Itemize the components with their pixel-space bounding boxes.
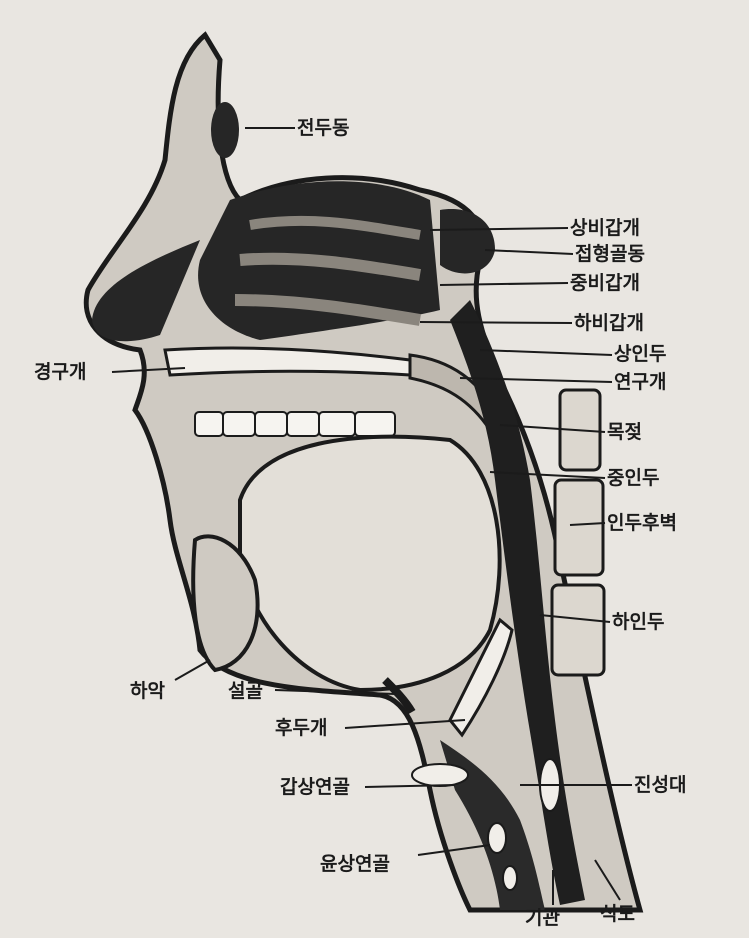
- label-superior-turbinate: 상비갑개: [570, 217, 640, 239]
- label-hypopharynx: 하인두: [612, 611, 664, 633]
- label-epiglottis: 후두개: [275, 717, 327, 739]
- label-cricoid-cartilage: 윤상연골: [320, 853, 390, 875]
- label-hard-palate: 경구개: [34, 361, 86, 383]
- label-sphenoid-sinus: 접형골동: [575, 243, 645, 265]
- label-thyroid-cartilage: 갑상연골: [280, 776, 350, 798]
- label-trachea: 기관: [525, 907, 560, 929]
- label-inferior-turbinate: 하비갑개: [574, 312, 644, 334]
- upper-teeth: [195, 412, 395, 436]
- thyroid-cartilage-shape: [412, 764, 468, 786]
- label-hyoid-bone: 설골: [228, 680, 263, 702]
- label-vocal-cord: 진성대: [634, 774, 686, 796]
- label-middle-turbinate: 중비갑개: [570, 272, 640, 294]
- cervical-spine: [552, 390, 604, 675]
- label-frontal-sinus: 전두동: [297, 117, 349, 139]
- cricoid-cartilage-shape-2: [503, 866, 517, 890]
- label-esophagus: 식도: [600, 903, 635, 925]
- sphenoid-sinus-shape: [440, 209, 495, 273]
- label-oropharynx: 중인두: [607, 467, 659, 489]
- label-soft-palate: 연구개: [614, 371, 666, 393]
- label-posterior-pharyngeal-wall: 인두후벽: [607, 512, 677, 534]
- cricoid-cartilage-shape: [488, 823, 506, 853]
- label-nasopharynx: 상인두: [614, 343, 666, 365]
- frontal-sinus-shape: [211, 102, 239, 158]
- label-mandible: 하악: [130, 680, 165, 702]
- label-uvula: 목젖: [607, 421, 642, 443]
